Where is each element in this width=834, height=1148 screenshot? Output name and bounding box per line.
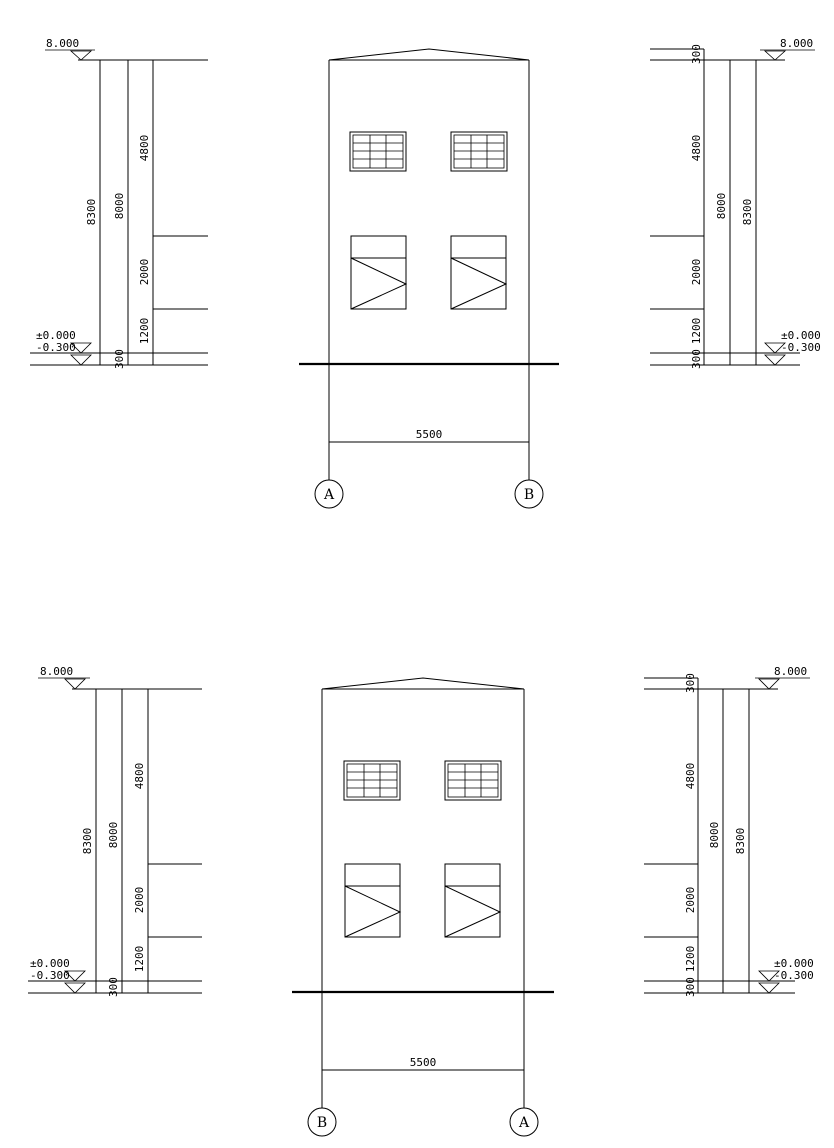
- level-top-right-1: 8.000: [780, 37, 813, 50]
- dim-total-2: 8300: [81, 828, 94, 855]
- dim-lower-1: 1200: [138, 318, 151, 345]
- dim-lower-right-1: 1200: [690, 318, 703, 345]
- dim-eave-1: 8000: [113, 193, 126, 220]
- dim-eave-2: 8000: [107, 822, 120, 849]
- dim-middle-2: 2000: [133, 887, 146, 914]
- dim-total-right-1: 8300: [741, 199, 754, 226]
- louver-window-1b: [450, 131, 508, 172]
- louver-window-2b: [444, 760, 502, 801]
- dim-upper-right-2: 4800: [684, 763, 697, 790]
- dim-upper-2: 4800: [133, 763, 146, 790]
- axis-tag-2-left: B: [317, 1115, 327, 1131]
- dim-width-1: 5500: [416, 428, 443, 441]
- axis-tag-1-left: A: [323, 487, 335, 503]
- right-dimension-block-1: 8.000 ±0.000 -0.300 300 4800 2000 1200 3…: [650, 37, 821, 369]
- dim-eave-right-2: 8000: [708, 822, 721, 849]
- dim-parapet-right-1: 300: [690, 44, 703, 64]
- level-ground-right-1: -0.300: [781, 341, 821, 354]
- window-2b: [444, 863, 502, 938]
- dim-eave-right-1: 8000: [715, 193, 728, 220]
- dim-upper-right-1: 4800: [690, 135, 703, 162]
- building-2: 5500 B A: [292, 677, 554, 1137]
- axis-tag-2-right: A: [518, 1115, 530, 1131]
- level-ground-left-2: -0.300: [30, 969, 70, 982]
- level-zero-right-1: ±0.000: [781, 329, 821, 342]
- level-zero-right-2: ±0.000: [774, 957, 814, 970]
- building-1: 5500 A B: [299, 48, 559, 509]
- window-2a: [344, 863, 402, 938]
- level-top-left-1: 8.000: [46, 37, 79, 50]
- dim-total-1: 8300: [85, 199, 98, 226]
- dim-middle-1: 2000: [138, 259, 151, 286]
- dim-lower-right-2: 1200: [684, 946, 697, 973]
- window-1b: [450, 235, 508, 310]
- louver-window-2a: [343, 760, 401, 801]
- elevation-2: 8.000 ±0.000 -0.300 8300 8000 4800 2000 …: [28, 665, 814, 1137]
- dim-total-right-2: 8300: [734, 828, 747, 855]
- dim-parapet-right-2: 300: [684, 673, 697, 693]
- level-top-left-2: 8.000: [40, 665, 73, 678]
- dim-lower-2: 1200: [133, 946, 146, 973]
- axis-tag-1-right: B: [524, 487, 534, 503]
- left-dimension-block-2: 8.000 ±0.000 -0.300 8300 8000 4800 2000 …: [28, 665, 202, 997]
- right-dimension-block-2: 8.000 ±0.000 -0.300 300 4800 2000 1200 3…: [644, 665, 814, 997]
- level-ground-right-2: -0.300: [774, 969, 814, 982]
- dim-upper-1: 4800: [138, 135, 151, 162]
- dim-middle-right-2: 2000: [684, 887, 697, 914]
- level-top-right-2: 8.000: [774, 665, 807, 678]
- dim-middle-right-1: 2000: [690, 259, 703, 286]
- dim-plinth-right-1: 300: [690, 349, 703, 369]
- louver-window-1a: [349, 131, 407, 172]
- left-dimension-block-1: 8.000 ±0.000 -0.300 8300 8000 4800 2000 …: [30, 37, 208, 369]
- dim-plinth-right-2: 300: [684, 977, 697, 997]
- dim-plinth-2: 300: [107, 977, 120, 997]
- level-zero-left-1: ±0.000: [36, 329, 76, 342]
- dim-plinth-1: 300: [113, 349, 126, 369]
- level-ground-left-1: -0.300: [36, 341, 76, 354]
- level-zero-left-2: ±0.000: [30, 957, 70, 970]
- window-1a: [350, 235, 408, 310]
- dim-width-2: 5500: [410, 1056, 437, 1069]
- elevation-1: 8.000 ±0.000 -0.300 8300 8000 4800 2000 …: [30, 37, 821, 509]
